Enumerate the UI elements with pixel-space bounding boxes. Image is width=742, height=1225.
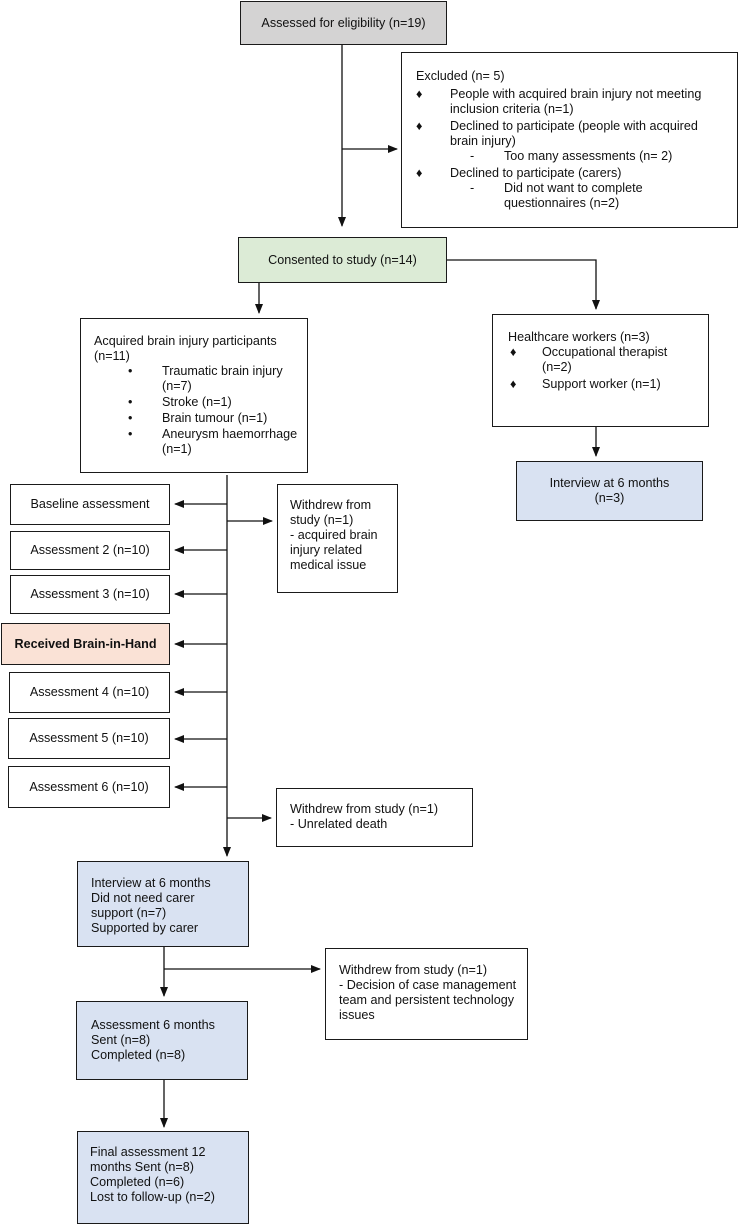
excluded-title: Excluded (n= 5) (416, 69, 505, 83)
withdrew-box-2: Withdrew from study (n=1) - Unrelated de… (276, 788, 473, 847)
healthcare-workers-box: Healthcare workers (n=3) ♦ Occupational … (492, 314, 709, 427)
hcw-item: ♦ Occupational therapist (n=2) (510, 345, 668, 374)
hcw-interview-box: Interview at 6 months (n=3) (516, 461, 703, 521)
abi-title: Acquired brain injury participants (n=11… (94, 334, 277, 363)
assessment-6-box: Assessment 6 (n=10) (8, 766, 170, 808)
baseline-assessment-box: Baseline assessment (10, 484, 170, 525)
arrow-consented-to-hcw (447, 259, 600, 310)
dash-bullet-icon: - (470, 181, 475, 195)
dot-bullet-icon: • (128, 411, 133, 425)
assessment-6-months-box: Assessment 6 months Sent (n=8) Completed… (76, 1001, 248, 1080)
diamond-bullet-icon: ♦ (416, 119, 423, 133)
hcw-title: Healthcare workers (n=3) (508, 330, 650, 344)
withdrew-2-title: Withdrew from study (n=1) (290, 802, 439, 816)
withdrew-2-reason: - Unrelated death (290, 817, 388, 831)
diamond-bullet-icon: ♦ (416, 87, 423, 101)
excluded-item-2-sub: - Too many assessments (n= 2) (470, 149, 673, 163)
excluded-item-2: ♦ Declined to participate (people with a… (416, 119, 698, 148)
excluded-item-3-sub: - Did not want to complete questionnaire… (470, 181, 643, 210)
assessment-2-box: Assessment 2 (n=10) (10, 531, 170, 570)
abi-item: • Traumatic brain injury (n=7) (128, 364, 283, 393)
dot-bullet-icon: • (128, 364, 133, 378)
withdrew-3-reason: - Decision of case management team and p… (339, 978, 517, 1022)
dash-bullet-icon: - (470, 149, 475, 163)
diamond-bullet-icon: ♦ (416, 166, 423, 180)
diamond-bullet-icon: ♦ (510, 345, 517, 359)
dot-bullet-icon: • (128, 427, 133, 441)
excluded-box: Excluded (n= 5) ♦ People with acquired b… (401, 52, 738, 228)
received-brain-in-hand-box: Received Brain-in-Hand (1, 623, 170, 665)
assessed-box: Assessed for eligibility (n=19) (240, 1, 447, 45)
assessment-5-box: Assessment 5 (n=10) (8, 718, 170, 759)
excluded-item-3: ♦ Declined to participate (carers) (416, 166, 622, 180)
excluded-item-1: ♦ People with acquired brain injury not … (416, 87, 702, 116)
hcw-item: ♦ Support worker (n=1) (510, 377, 661, 391)
consented-text: Consented to study (n=14) (268, 252, 417, 267)
abi-participants-box: Acquired brain injury participants (n=11… (80, 318, 308, 473)
consented-box: Consented to study (n=14) (238, 237, 447, 283)
dot-bullet-icon: • (128, 395, 133, 409)
assessed-text: Assessed for eligibility (n=19) (261, 15, 426, 30)
assessment-3-box: Assessment 3 (n=10) (10, 575, 170, 614)
abi-item: • Brain tumour (n=1) (128, 411, 268, 425)
withdrew-1-reason: - acquired brain injury related medical … (290, 528, 378, 572)
withdrew-box-1: Withdrew from study (n=1) - acquired bra… (277, 484, 398, 593)
abi-item: • Aneurysm haemorrhage (n=1) (128, 427, 298, 456)
hcw-interview-text: Interview at 6 months (n=3) (549, 476, 670, 505)
interview-6-months-box: Interview at 6 months Did not need carer… (77, 861, 249, 947)
abi-item: • Stroke (n=1) (128, 395, 232, 409)
diamond-bullet-icon: ♦ (510, 377, 517, 391)
final-assessment-box: Final assessment 12 months Sent (n=8) Co… (77, 1131, 249, 1224)
assessment-4-box: Assessment 4 (n=10) (9, 672, 170, 713)
withdrew-1-title: Withdrew from study (n=1) (290, 498, 372, 527)
withdrew-box-3: Withdrew from study (n=1) - Decision of … (325, 948, 528, 1040)
withdrew-3-title: Withdrew from study (n=1) (339, 963, 488, 977)
